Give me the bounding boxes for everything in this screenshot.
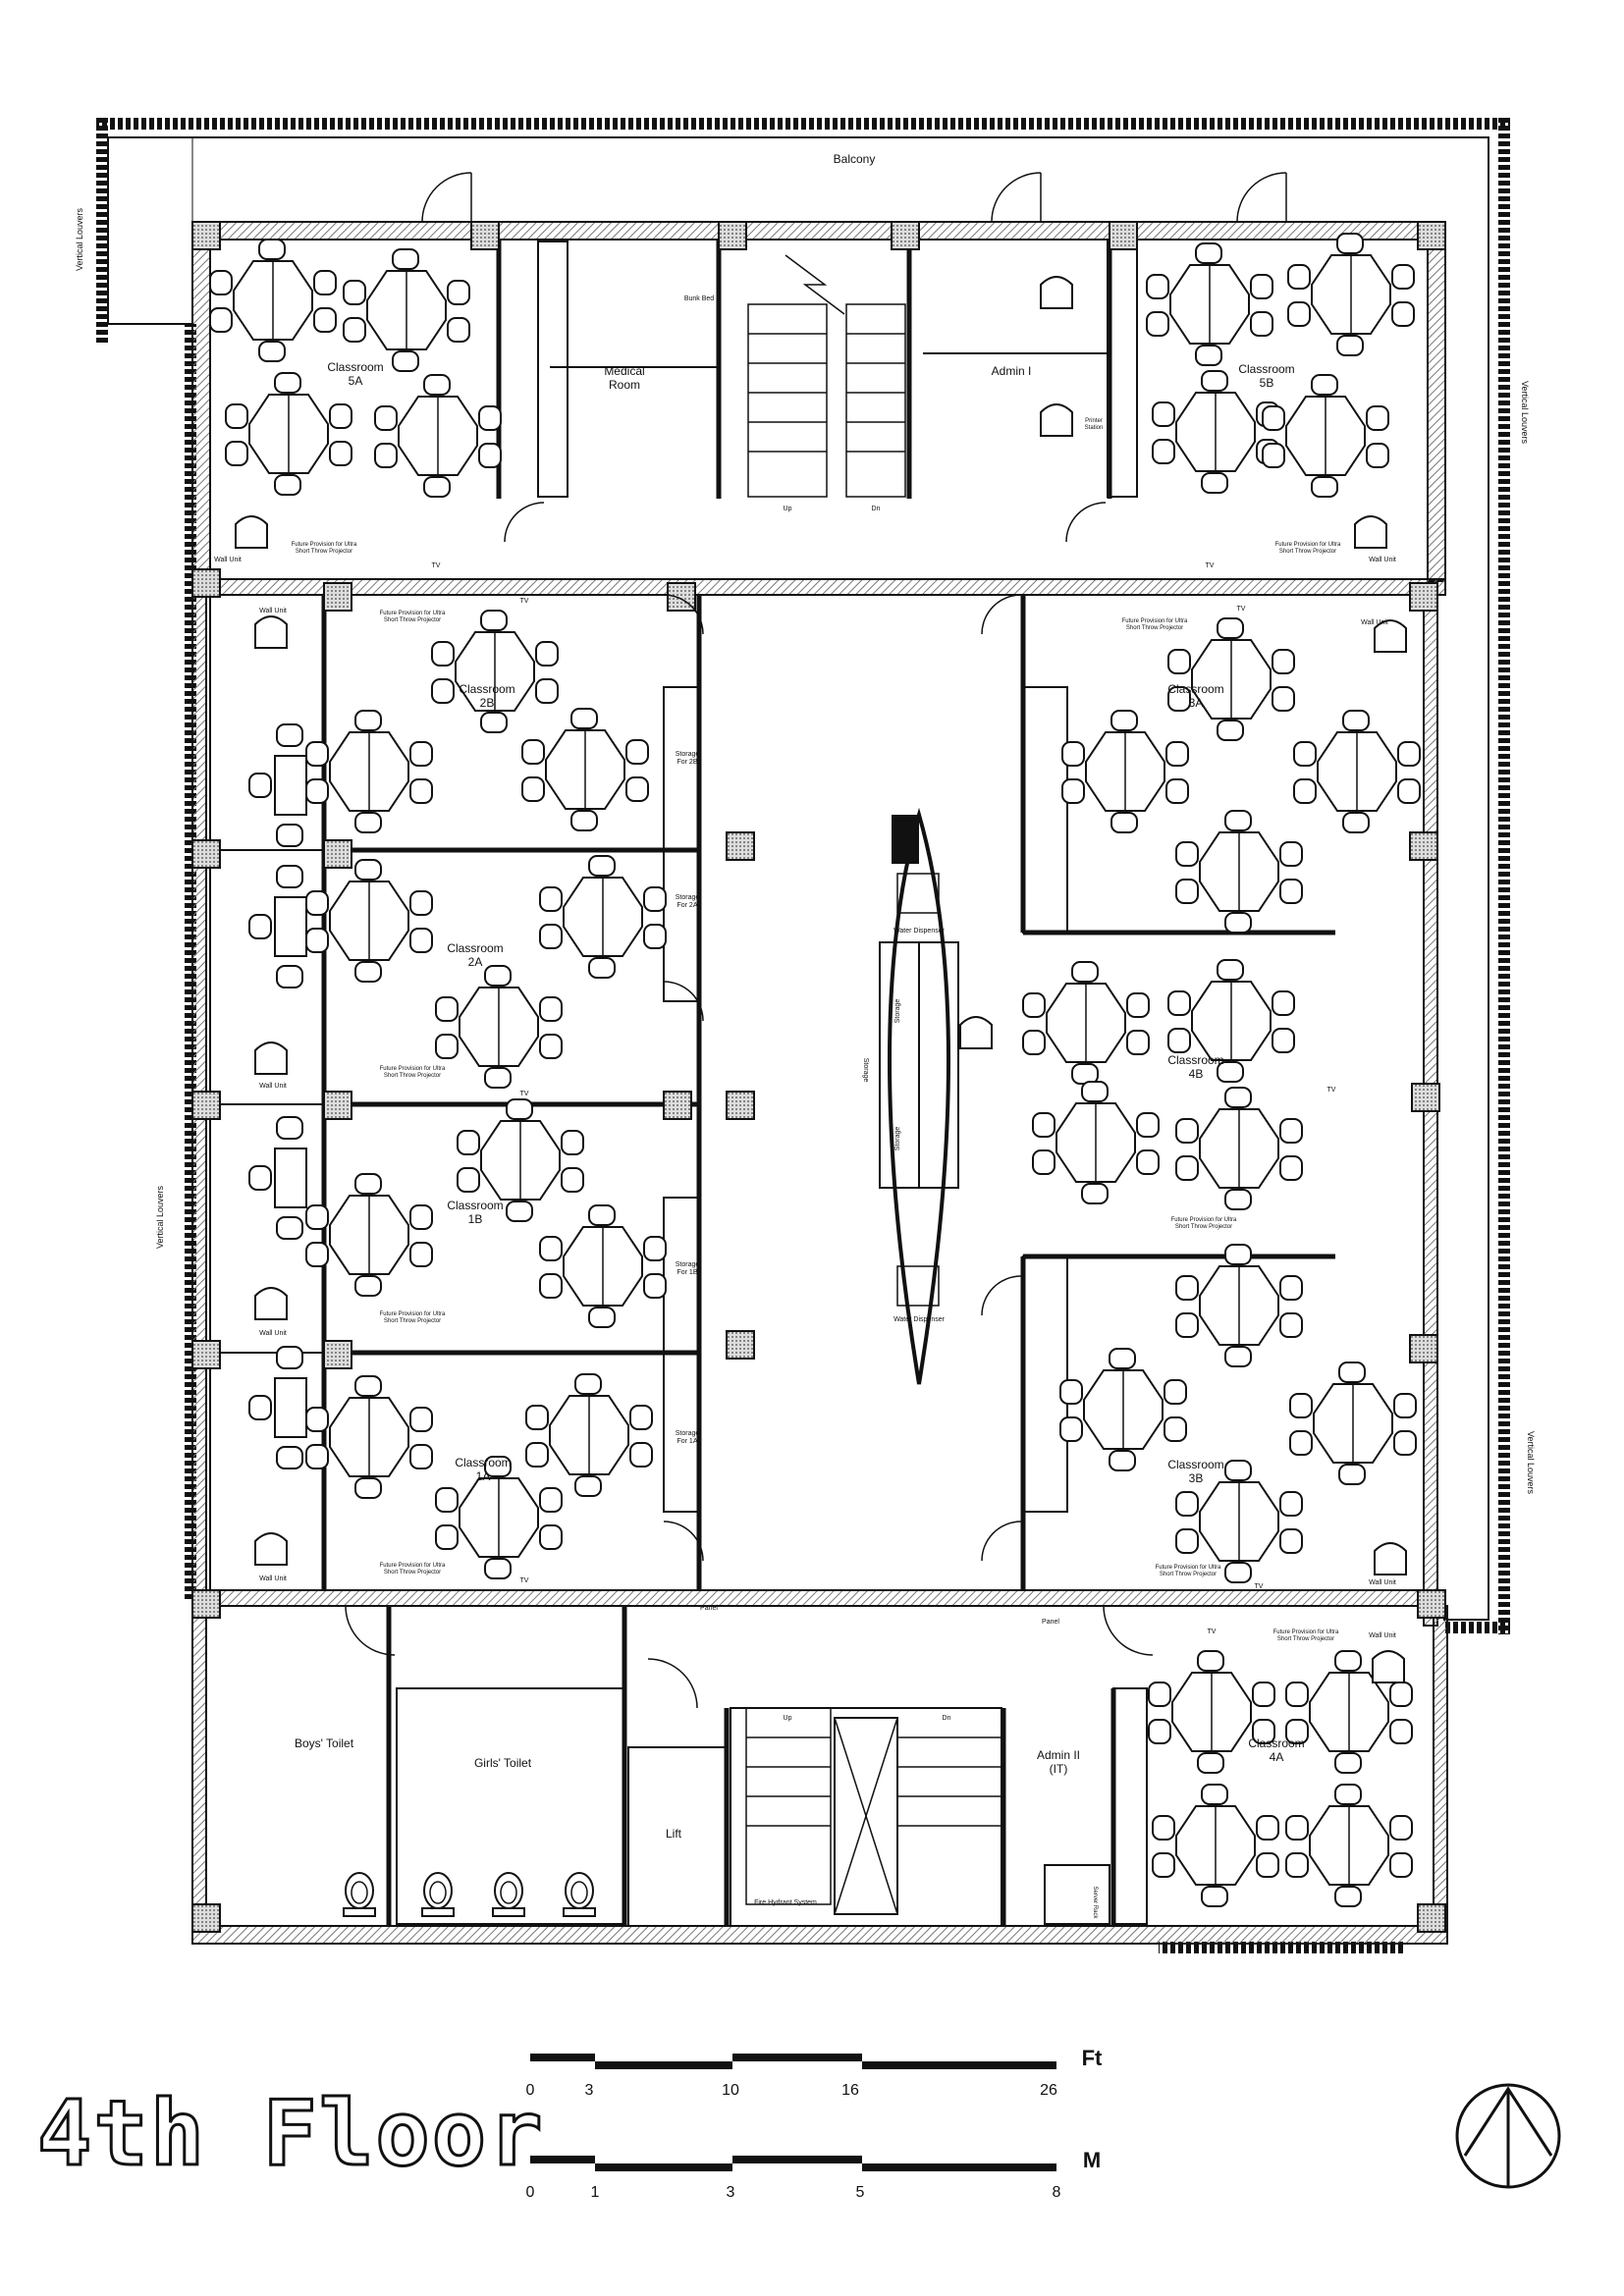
- floor-title: 4th Floor: [36, 2080, 545, 2188]
- tv-1a: TV: [520, 1577, 529, 1584]
- interior-walls: [321, 240, 1335, 1926]
- room-admin-1: Admin I: [992, 364, 1032, 378]
- wall-unit-2b: Wall Unit: [259, 608, 287, 614]
- room-boys-toilet: Boys' Toilet: [295, 1736, 354, 1750]
- room-admin-2: Admin II(IT): [1037, 1748, 1080, 1776]
- balcony-label: Balcony: [834, 152, 876, 166]
- tv-3a: TV: [1237, 606, 1246, 613]
- scale-ft-tick-3: 3: [585, 2082, 594, 2099]
- water-dispenser-top: Water Dispenser: [893, 928, 946, 934]
- tv-4a: TV: [1208, 1629, 1217, 1635]
- tv-2b: TV: [520, 598, 529, 605]
- scale-ft-tick-10: 10: [722, 2082, 739, 2099]
- tv-5a: TV: [432, 562, 441, 569]
- scale-m-tick-5: 5: [856, 2184, 865, 2201]
- columns: [191, 221, 1446, 1933]
- scale-m-tick-0: 0: [526, 2184, 535, 2201]
- louvers-label: Vertical Louvers: [75, 207, 84, 271]
- storage-label-2: Storage: [894, 1127, 901, 1151]
- scale-unit-ft: Ft: [1082, 2046, 1103, 2070]
- storage-label-1: Storage: [894, 999, 901, 1024]
- tv-2a: TV: [520, 1091, 529, 1097]
- wall-unit-1b: Wall Unit: [259, 1330, 287, 1337]
- central-island: [879, 807, 959, 1385]
- wall-unit-4a: Wall Unit: [1369, 1632, 1396, 1639]
- panel-left: Panel: [700, 1605, 718, 1612]
- louvers-label-right-2: Vertical Louvers: [1526, 1431, 1536, 1495]
- louvers-label-left: Vertical Louvers: [155, 1185, 165, 1249]
- tv-4b: TV: [1327, 1087, 1336, 1094]
- seating-storage: Storage: [862, 1058, 869, 1083]
- wall-unit-5b: Wall Unit: [1369, 557, 1396, 563]
- stair-up-label-top: Up: [784, 506, 792, 512]
- stair-dn-label: Dn: [943, 1715, 951, 1722]
- wall-unit-2a: Wall Unit: [259, 1083, 287, 1090]
- room-lift: Lift: [666, 1827, 682, 1841]
- scale-ft-tick-26: 26: [1040, 2082, 1057, 2099]
- doors: [345, 172, 1287, 1709]
- stair-up-label: Up: [784, 1715, 792, 1722]
- server-rack-label: Server Rack: [1092, 1886, 1098, 1919]
- north-arrow-icon: [1455, 2083, 1561, 2189]
- scale-m-tick-1: 1: [591, 2184, 600, 2201]
- wall-unit-3a: Wall Unit: [1361, 619, 1388, 626]
- room-girls-toilet: Girls' Toilet: [474, 1756, 532, 1770]
- stairs: [745, 254, 1001, 1915]
- scale-unit-m: M: [1083, 2148, 1101, 2172]
- fire-hydrant-label: Fire Hydrant System: [754, 1899, 817, 1906]
- scale-m-tick-8: 8: [1053, 2184, 1061, 2201]
- water-dispenser-bottom: Water Dispenser: [893, 1316, 946, 1323]
- stair-dn-label-top: Dn: [872, 506, 881, 512]
- scale-ft-tick-16: 16: [841, 2082, 859, 2099]
- wall-unit-5a: Wall Unit: [214, 557, 242, 563]
- louvers-label-right: Vertical Louvers: [1520, 381, 1530, 445]
- scale-bars: [530, 2054, 1056, 2171]
- balcony: [107, 136, 1489, 1621]
- scale-ft-tick-0: 0: [526, 2082, 535, 2099]
- bunk-bed-label: Bunk Bed: [684, 295, 714, 302]
- scale-m-tick-3: 3: [727, 2184, 735, 2201]
- wall-unit-3b: Wall Unit: [1369, 1579, 1396, 1586]
- tv-5b: TV: [1206, 562, 1215, 569]
- wall-unit-1a: Wall Unit: [259, 1575, 287, 1582]
- labels: Balcony Vertical Louvers Vertical Louver…: [75, 152, 1536, 2201]
- tv-3b: TV: [1255, 1583, 1264, 1590]
- panel-right: Panel: [1042, 1619, 1059, 1626]
